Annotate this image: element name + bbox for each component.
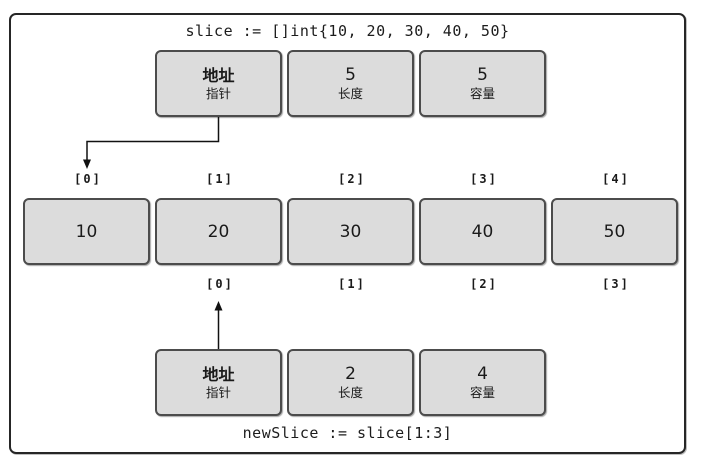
newslice-length-box: 2 长度 xyxy=(287,349,414,416)
underlying-array-row: 10 20 30 40 50 xyxy=(23,198,678,265)
array-element: 20 xyxy=(155,198,282,265)
pointer-subtitle: 指针 xyxy=(205,384,231,400)
array-index-label: [2] xyxy=(338,172,366,186)
pointer-title: 地址 xyxy=(202,65,235,85)
pointer-subtitle: 指针 xyxy=(205,85,231,101)
capacity-value: 4 xyxy=(477,364,488,385)
array-element: 30 xyxy=(287,198,414,265)
array-element: 50 xyxy=(551,198,678,265)
array-index-label: [0] xyxy=(74,172,102,186)
array-element: 10 xyxy=(23,198,150,265)
array-index-label: [3] xyxy=(470,172,498,186)
capacity-label: 容量 xyxy=(469,385,495,401)
slice-capacity-box: 5 容量 xyxy=(419,50,546,117)
newslice-header-row: 地址 指针 2 长度 4 容量 xyxy=(155,349,546,416)
slice-length-box: 5 长度 xyxy=(287,50,414,117)
array-index-label: [1] xyxy=(206,172,234,186)
capacity-value: 5 xyxy=(477,65,488,86)
slice-header-row: 地址 指针 5 长度 5 容量 xyxy=(155,50,546,117)
array-element: 40 xyxy=(419,198,546,265)
pointer-title: 地址 xyxy=(202,364,235,384)
slice-pointer-box: 地址 指针 xyxy=(155,50,282,117)
slice-declaration-code: slice := []int{10, 20, 30, 40, 50} xyxy=(185,22,510,40)
newslice-index-label: [2] xyxy=(470,277,498,291)
length-label: 长度 xyxy=(337,385,363,401)
array-index-label: [4] xyxy=(602,172,630,186)
newslice-declaration-code: newSlice := slice[1:3] xyxy=(242,424,453,442)
length-value: 2 xyxy=(345,364,356,385)
length-label: 长度 xyxy=(337,86,363,102)
newslice-pointer-box: 地址 指针 xyxy=(155,349,282,416)
newslice-index-label: [3] xyxy=(602,277,630,291)
newslice-index-label: [0] xyxy=(206,277,234,291)
capacity-label: 容量 xyxy=(469,86,495,102)
newslice-index-label: [1] xyxy=(338,277,366,291)
length-value: 5 xyxy=(345,65,356,86)
newslice-capacity-box: 4 容量 xyxy=(419,349,546,416)
